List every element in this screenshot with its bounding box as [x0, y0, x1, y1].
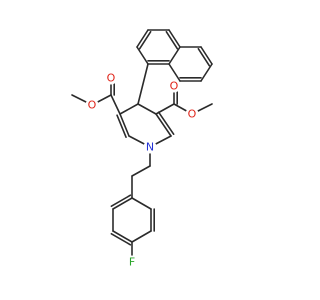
bond-11 [137, 63, 149, 105]
bond-34 [131, 197, 152, 210]
atom-label-layer: O O O O N F [85, 71, 199, 269]
bond-4 [168, 46, 181, 65]
bond-7 [200, 46, 213, 65]
atom-label-N1: N [146, 141, 154, 154]
atom-bg-O3 [167, 79, 181, 93]
atom-bg-O1 [104, 71, 118, 85]
molecule-diagram: O O O O N F [71, 29, 213, 269]
bond-0 [136, 46, 149, 65]
bond-16-double [157, 111, 175, 135]
molecule-structure: O O O O N F [71, 29, 213, 269]
atom-label-F1: F [129, 256, 135, 269]
bond-3-double [165, 30, 179, 50]
bond-17 [137, 103, 157, 115]
bond-7-double [197, 47, 211, 67]
bond-12 [119, 103, 139, 115]
bond-8 [200, 63, 213, 82]
atom-bg-O4 [185, 107, 199, 121]
atom-label-O2: O [88, 99, 97, 112]
bond-32 [131, 230, 152, 243]
atom-label-O1: O [107, 72, 116, 85]
bond-1-double [138, 30, 152, 50]
bond-13-double [116, 114, 127, 139]
bond-22 [155, 103, 175, 115]
bond-layer [71, 29, 213, 263]
bond-13 [119, 113, 130, 137]
atom-bg-F1 [125, 255, 139, 269]
bond-31 [112, 230, 133, 243]
bond-16 [155, 113, 172, 137]
atom-label-O3: O [170, 80, 179, 93]
bond-31-double [110, 232, 132, 246]
atom-bg-N1 [143, 140, 157, 154]
bond-18 [110, 94, 121, 115]
atom-bg-O2 [85, 98, 99, 112]
bond-29 [112, 197, 133, 210]
bond-1 [136, 29, 149, 48]
bond-29-double [110, 194, 132, 208]
atom-label-O4: O [188, 108, 197, 121]
bond-10 [168, 63, 181, 82]
bond-27 [131, 165, 151, 177]
bond-3 [168, 29, 181, 48]
